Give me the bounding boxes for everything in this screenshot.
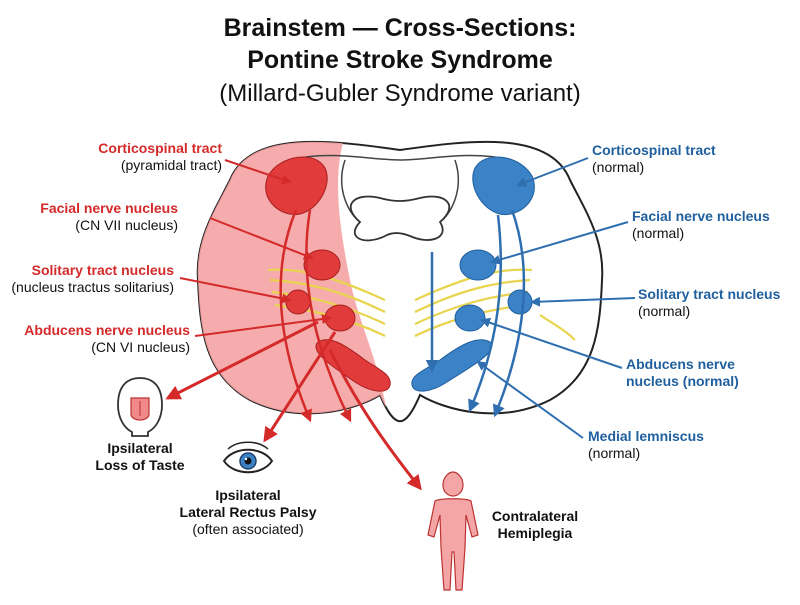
- label-subtitle: (pyramidal tract): [120, 157, 222, 173]
- facial-nerve-nucleus-right: [459, 249, 497, 281]
- label-title: Corticospinal tract: [98, 140, 222, 156]
- label-left-solitary-nucleus: Solitary tract nucleus (nucleus tractus …: [11, 262, 174, 296]
- label-subtitle: (normal): [588, 445, 641, 461]
- label-subtitle: (normal): [638, 303, 691, 319]
- label-left-facial-nucleus: Facial nerve nucleus (CN VII nucleus): [40, 200, 178, 234]
- label-subtitle: (normal): [592, 159, 645, 175]
- label-title: Medial lemniscus: [588, 428, 704, 444]
- title-line-1: Brainstem — Cross-Sections:: [223, 14, 577, 42]
- outcome-line: Contralateral: [491, 508, 579, 524]
- medial-lemniscus-right: [411, 339, 493, 392]
- abducens-nerve-nucleus-right: [454, 304, 486, 332]
- outcome-line: Hemiplegia: [497, 525, 573, 541]
- fourth-ventricle: [349, 195, 451, 242]
- label-title: Corticospinal tract: [592, 142, 716, 158]
- title-line-2: Pontine Stroke Syndrome: [247, 46, 553, 74]
- outcome-lateral-rectus-palsy: Ipsilateral Lateral Rectus Palsy (often …: [168, 487, 328, 538]
- eye-icon: [222, 441, 274, 474]
- title-line-3: (Millard-Gubler Syndrome variant): [219, 80, 581, 107]
- label-title-cont: nucleus (normal): [626, 373, 739, 389]
- label-left-abducens-nucleus: Abducens nerve nucleus (CN VI nucleus): [24, 322, 190, 356]
- tongue-icon: [117, 377, 163, 437]
- solitary-tract-nucleus-left: [285, 289, 311, 315]
- label-subtitle: (normal): [632, 225, 685, 241]
- outcome-arrows: [165, 320, 422, 491]
- outcome-line: (often associated): [192, 521, 304, 537]
- right-descending-tracts: [425, 209, 526, 418]
- outcome-line: Lateral Rectus Palsy: [179, 504, 317, 520]
- label-right-abducens-nucleus: Abducens nerve nucleus (normal): [626, 356, 739, 390]
- label-right-facial-nucleus: Facial nerve nucleus (normal): [632, 208, 770, 242]
- label-title: Abducens nerve nucleus: [24, 322, 190, 338]
- label-right-medial-lemniscus: Medial lemniscus (normal): [588, 428, 704, 462]
- corticospinal-tract-right: [472, 156, 535, 216]
- outcome-line: Ipsilateral: [215, 487, 281, 503]
- label-title: Solitary tract nucleus: [31, 262, 174, 278]
- label-title: Facial nerve nucleus: [40, 200, 178, 216]
- label-left-corticospinal: Corticospinal tract (pyramidal tract): [98, 140, 222, 174]
- label-title: Abducens nerve: [626, 356, 735, 372]
- solitary-tract-nucleus-right: [507, 289, 533, 315]
- label-title: Facial nerve nucleus: [632, 208, 770, 224]
- label-subtitle: (CN VII nucleus): [75, 217, 178, 233]
- human-body-icon: [427, 471, 479, 591]
- right-pointer-arrows: [476, 157, 636, 439]
- outcome-contralateral-hemiplegia: Contralateral Hemiplegia: [480, 508, 590, 542]
- dorsal-outline: [289, 154, 511, 161]
- label-title: Solitary tract nucleus: [638, 286, 781, 302]
- outcome-loss-of-taste: Ipsilateral Loss of Taste: [90, 440, 190, 474]
- label-subtitle: (nucleus tractus solitarius): [11, 279, 174, 295]
- corticospinal-tract-left: [265, 156, 328, 216]
- outcome-line: Ipsilateral: [107, 440, 173, 456]
- left-pointer-arrows: [179, 159, 332, 337]
- facial-nerve-nucleus-left: [303, 249, 341, 281]
- label-subtitle: (CN VI nucleus): [91, 339, 190, 355]
- medial-lemniscus-left: [315, 339, 391, 392]
- label-right-solitary-nucleus: Solitary tract nucleus (normal): [638, 286, 780, 320]
- label-right-corticospinal: Corticospinal tract (normal): [592, 142, 716, 176]
- outcome-line: Loss of Taste: [95, 457, 185, 473]
